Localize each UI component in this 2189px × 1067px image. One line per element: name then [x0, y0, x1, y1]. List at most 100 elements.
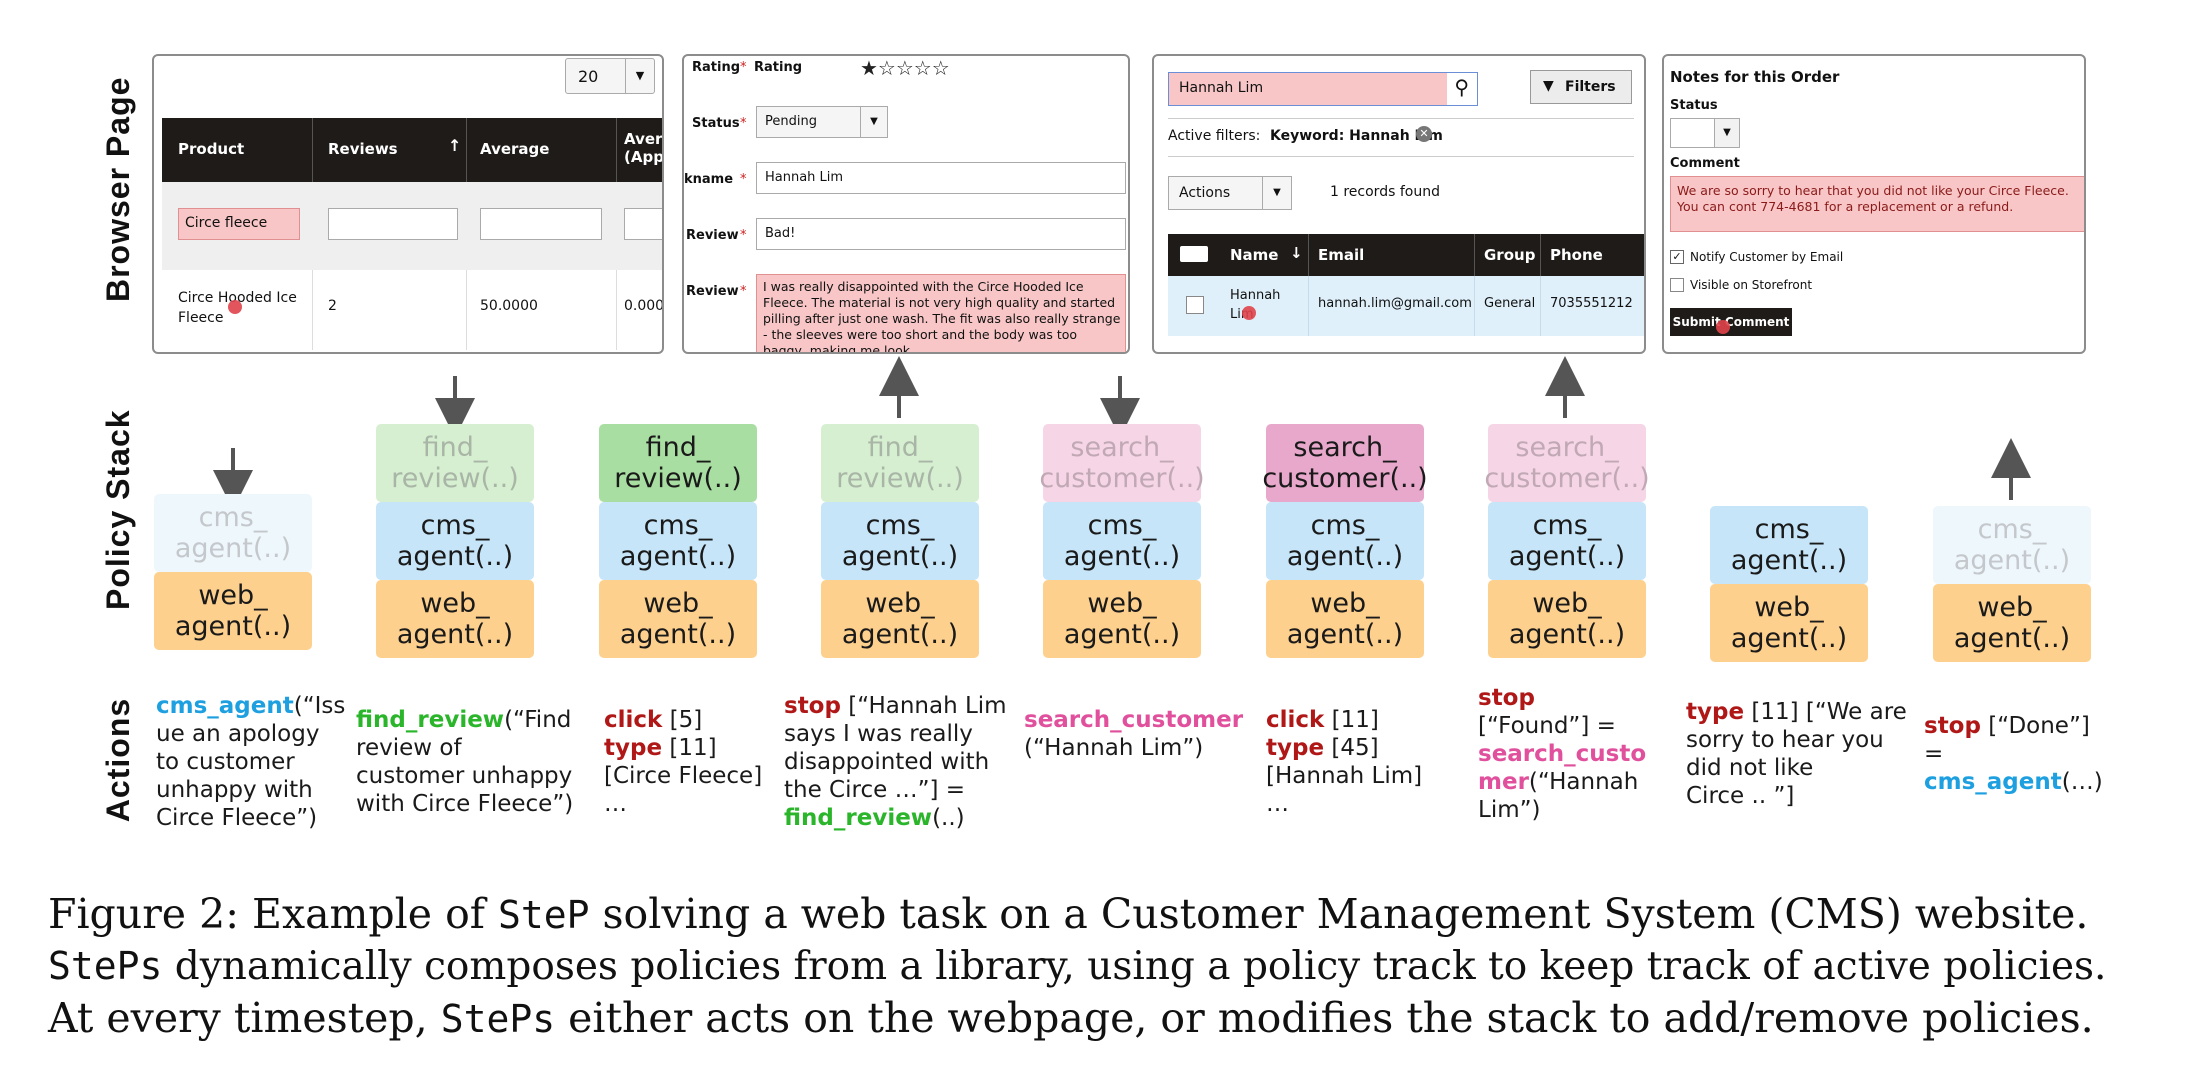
submit-comment-button[interactable]: Submit Comment: [1670, 308, 1792, 336]
nickname-input[interactable]: Hannah Lim: [756, 162, 1126, 194]
arrow-up-icon: ↑: [448, 136, 462, 155]
cell-average: 50.0000: [480, 298, 538, 314]
filters-button[interactable]: ▼ Filters: [1530, 70, 1632, 104]
stack-web-agent: web_ agent(..): [599, 580, 757, 658]
figure-caption-line-2: StePs dynamically composes policies from…: [48, 940, 2106, 993]
search-value: Hannah Lim: [1179, 80, 1264, 96]
stack-web-agent: web_ agent(..): [376, 580, 534, 658]
rating-label: Rating: [692, 60, 741, 75]
reviews-filter-input[interactable]: [328, 208, 458, 240]
product-filter-input[interactable]: Circe fleece: [178, 208, 300, 240]
action-val-1: [“Hannah Lim says I was really disappoin…: [784, 693, 1007, 803]
action-val-1: [5]: [662, 707, 703, 733]
filters-label: Filters: [1565, 79, 1616, 95]
action-key-1: click: [1266, 707, 1325, 733]
action-args: (“Hannah Lim”): [1478, 769, 1639, 823]
cell-phone: 7035551212: [1550, 296, 1633, 311]
nickname-value: Hannah Lim: [765, 170, 844, 185]
column-header-reviews[interactable]: Reviews: [328, 140, 398, 158]
page-size-select[interactable]: 20 ▼: [565, 58, 655, 94]
column-header-email[interactable]: Email: [1318, 246, 1365, 264]
comment-textarea[interactable]: We are so sorry to hear that you did not…: [1670, 176, 2084, 232]
column-header-phone[interactable]: Phone: [1550, 246, 1603, 264]
stack-web-agent: web_ agent(..): [1488, 580, 1646, 658]
browser-panel-review-form: Rating * Rating ★☆☆☆☆ Status * Pending ▼…: [682, 54, 1130, 354]
rating-stars[interactable]: ★☆☆☆☆: [860, 56, 950, 80]
notify-checkbox[interactable]: ✓: [1670, 250, 1684, 264]
action-fn: search_customer: [1024, 707, 1244, 733]
average-filter-input[interactable]: [480, 208, 602, 240]
stack-search-customer-fading: search_ customer(..): [1484, 424, 1650, 502]
select-all-checkbox[interactable]: [1180, 246, 1208, 262]
notify-label: Notify Customer by Email: [1690, 250, 1844, 264]
cell-reviews: 2: [328, 298, 337, 314]
action-6: click [11]type [45] [Hannah Lim] …: [1266, 706, 1422, 818]
search-input[interactable]: Hannah Lim ⚲: [1168, 72, 1478, 106]
cell-group: General: [1484, 296, 1536, 311]
caption-code: StePs: [440, 997, 556, 1041]
active-filters-label: Active filters:: [1168, 128, 1261, 144]
caption-text: dynamically composes policies from a lib…: [162, 944, 2107, 989]
filter-row: Circe fleece: [162, 182, 662, 270]
status-label: Status: [1670, 98, 1718, 113]
action-fn: find_review: [784, 805, 933, 831]
status-select[interactable]: ▼: [1670, 118, 1740, 148]
row-checkbox[interactable]: [1186, 296, 1204, 314]
review-textarea[interactable]: I was really disappointed with the Circe…: [756, 274, 1126, 352]
column-header-name[interactable]: Name: [1230, 246, 1279, 264]
action-fn: search_custo mer: [1478, 741, 1647, 795]
caption-text: solving a web task on a Customer Managem…: [589, 890, 2089, 938]
column-header-product[interactable]: Product: [178, 140, 245, 158]
active-filter-value: Keyword: Hannah Lim: [1270, 128, 1443, 144]
summary-label: Review: [686, 228, 739, 243]
action-val-2: [11] [Circe Fleece] …: [604, 735, 763, 817]
stack-search-customer: search_ customer(..): [1262, 424, 1428, 502]
nickname-label: kname: [684, 172, 734, 187]
stack-cms-agent: cms_ agent(..): [1266, 502, 1424, 580]
status-value: Pending: [765, 114, 817, 129]
action-args: (“Iss ue an apology to customer unhappy …: [156, 693, 346, 831]
chevron-down-icon: ▼: [1714, 119, 1739, 147]
stack-web-agent: web_ agent(..): [1043, 580, 1201, 658]
action-fn: find_review: [356, 707, 505, 733]
action-fn: cms_agent: [1924, 769, 2062, 795]
actions-value: Actions: [1179, 185, 1231, 201]
action-fn: cms_agent: [156, 693, 294, 719]
action-val-1: [“Found”] =: [1478, 713, 1616, 739]
action-val-1: [“Done”] =: [1924, 713, 2090, 767]
action-key-1: stop: [1478, 685, 1535, 711]
click-marker: [228, 300, 242, 314]
browser-panel-order-notes: Notes for this Order Status ▼ Comment We…: [1662, 54, 2086, 354]
action-args: (…): [2061, 769, 2103, 795]
action-val-2: [45] [Hannah Lim] …: [1266, 735, 1423, 817]
comment-label: Comment: [1670, 156, 1740, 171]
status-select[interactable]: Pending ▼: [756, 106, 888, 138]
actions-select[interactable]: Actions ▼: [1168, 176, 1292, 210]
column-header-average[interactable]: Average: [480, 140, 550, 158]
remove-filter-icon[interactable]: ✕: [1416, 126, 1432, 142]
summary-input[interactable]: Bad!: [756, 218, 1126, 250]
stack-cms-agent-fading: cms_ agent(..): [1933, 506, 2091, 584]
comment-text: We are so sorry to hear that you did not…: [1677, 183, 2069, 214]
visible-checkbox[interactable]: [1670, 278, 1684, 292]
search-icon[interactable]: ⚲: [1454, 75, 1469, 99]
action-val-1: [11] [“We are sorry to hear you did not …: [1686, 699, 1907, 809]
stack-find-review-fading: find_ review(..): [376, 424, 534, 502]
action-7: stop [“Found”] = search_custo mer(“Hanna…: [1478, 684, 1646, 824]
product-filter-value: Circe fleece: [185, 215, 268, 231]
caption-code: SteP: [497, 893, 590, 937]
stack-cms-agent: cms_ agent(..): [1488, 502, 1646, 580]
action-args: (“Find review of customer unhappy with C…: [356, 707, 574, 817]
review-label: Review: [686, 284, 739, 299]
action-key-2: type: [604, 735, 663, 761]
stack-web-agent: web_ agent(..): [821, 580, 979, 658]
stack-find-review: find_ review(..): [599, 424, 757, 502]
action-2: find_review(“Find review of customer unh…: [356, 706, 573, 818]
action-key-2: type: [1266, 735, 1325, 761]
average-approx-filter-input[interactable]: [624, 208, 662, 240]
column-header-average-approx[interactable]: Averag (Appro: [624, 130, 664, 166]
figure-caption-line-1: Figure 2: Example of SteP solving a web …: [48, 888, 2088, 941]
column-header-group[interactable]: Group: [1484, 246, 1536, 264]
stack-cms-agent: cms_ agent(..): [376, 502, 534, 580]
